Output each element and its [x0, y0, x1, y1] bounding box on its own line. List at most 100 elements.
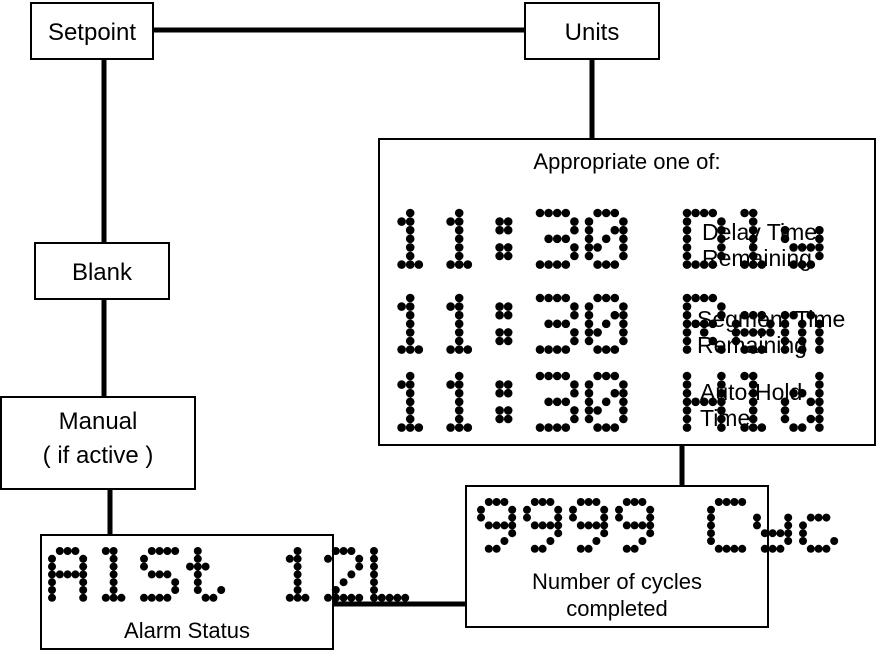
auto-hold-display-dot — [454, 414, 464, 424]
alarm-status-display-dot — [385, 593, 394, 602]
segment-time-display-dot — [780, 319, 790, 329]
cycles-display-dot — [484, 498, 493, 506]
alarm-status-display-dot — [140, 554, 148, 563]
cycles-display-dot — [600, 521, 609, 530]
cycles-display-dot — [592, 521, 601, 530]
alarm-status-display-dot — [171, 586, 180, 594]
segment-time-display-dot — [446, 345, 455, 354]
segment-time-display-dot — [570, 336, 579, 346]
cycles-display-dot — [569, 513, 577, 522]
segment-time-display-dot — [601, 293, 611, 303]
cycles-display-dot — [646, 529, 655, 538]
segment-time-display-dot — [397, 302, 406, 311]
cycles-display-dot — [814, 544, 823, 553]
delay-time-display-dot — [570, 225, 579, 235]
segment-time-display-dot — [682, 310, 692, 320]
cycles-display-dot — [554, 513, 563, 522]
auto-hold-display-dot — [495, 388, 504, 398]
cycles-display-dot — [730, 498, 739, 506]
cycles-caption-line1: Number of cycles — [532, 569, 702, 594]
alarm-status-display-dot — [117, 593, 126, 602]
cycles-display-dot — [508, 513, 517, 522]
auto-hold-display-dot — [544, 397, 553, 407]
alarm-status-display-dot — [347, 593, 356, 602]
alarm-status-display-dot — [339, 578, 348, 587]
segment-time-display-dot — [570, 310, 579, 320]
alarm-status-display-dot — [55, 547, 64, 555]
alarm-status-display-dot — [401, 593, 410, 602]
alarm-status-display-dot — [347, 570, 356, 579]
alarm-status-display-dot — [193, 586, 202, 594]
segment-time-display-dot — [561, 345, 571, 354]
alarm-status-display-dot — [293, 562, 302, 571]
cycles-display-dot — [776, 544, 785, 553]
auto-hold-display-dot — [463, 423, 473, 432]
auto-hold-display-dot — [815, 414, 824, 424]
delay-time-display-dot — [682, 243, 692, 252]
segment-time-display-dot — [593, 345, 602, 354]
auto-hold-display-dot — [780, 397, 790, 407]
alarm-status-display-dot — [370, 554, 378, 563]
delay-time-display-dot — [397, 260, 406, 269]
delay-time-display-dot — [682, 217, 692, 226]
segment-time-display-dot — [757, 310, 767, 320]
auto-hold-display-dot — [561, 371, 571, 381]
segment-time-display-dot — [717, 302, 726, 311]
auto-hold-display-dot — [584, 388, 594, 398]
delay-time-display-dot — [748, 225, 758, 235]
auto-hold-display-dot — [682, 397, 692, 407]
alarm-status-display-dot — [55, 570, 64, 579]
segment-time-display-dot — [757, 345, 767, 354]
auto-hold-display-dot — [682, 371, 692, 381]
auto-hold-display-dot — [815, 397, 824, 407]
delay-time-display-dot — [552, 208, 562, 218]
manual-box: Manual ( if active ) — [0, 396, 196, 490]
cycles-display-dot — [806, 513, 815, 522]
cycles-display-dot — [799, 529, 807, 538]
delay-time-display-dot — [570, 243, 579, 252]
alarm-status-display-dot — [331, 586, 340, 594]
cycles-display-dot — [584, 521, 593, 530]
segment-time-display-dot — [682, 302, 692, 311]
delay-time-display-dot — [584, 243, 594, 252]
delay-time-display-dot — [584, 251, 594, 261]
delay-time-display-dot — [740, 260, 749, 269]
cycles-display-dot — [500, 498, 509, 506]
auto-hold-display-dot — [740, 423, 749, 432]
delay-description-line2: Remaining — [702, 245, 812, 271]
alarm-status-display-dot — [370, 562, 378, 571]
delay-time-display-dot — [740, 208, 749, 218]
auto-hold-display-dot — [552, 423, 562, 432]
auto-hold-display-dot — [797, 423, 807, 432]
alarm-status-display-dot — [370, 547, 378, 555]
alarm-status-display-dot — [171, 547, 180, 555]
cycles-display-dot — [622, 498, 631, 506]
alarm-status-display-dot — [109, 562, 118, 571]
alarm-status-display-dot — [79, 570, 88, 579]
segment-time-display-dot — [708, 336, 718, 346]
cycles-display-dot — [799, 521, 807, 530]
auto-hold-display-dot — [584, 380, 594, 389]
segment-time-display-dot — [757, 328, 767, 337]
alarm-status-display-dot — [285, 554, 294, 563]
cycles-display-dot — [492, 521, 501, 530]
segment-time-display-dot — [619, 328, 628, 337]
segment-time-display-dot — [405, 293, 415, 303]
cycles-display-dot — [722, 498, 731, 506]
auto-hold-display-dot — [815, 423, 824, 432]
alarm-status-display-dot — [293, 578, 302, 587]
delay-time-display-dot — [717, 243, 726, 252]
alarm-status-display-dot — [301, 593, 310, 602]
cycles-display-dot — [538, 544, 547, 553]
delay-time-display-dot — [610, 208, 620, 218]
auto-hold-display-dot — [717, 388, 726, 398]
alarm-status-display-dot — [101, 593, 110, 602]
cycles-display-dot — [768, 544, 777, 553]
delay-time-display-dot — [699, 260, 709, 269]
delay-time-display-dot — [601, 260, 611, 269]
segment-time-display-dot — [717, 345, 726, 354]
delay-time-display-dot — [495, 217, 504, 226]
